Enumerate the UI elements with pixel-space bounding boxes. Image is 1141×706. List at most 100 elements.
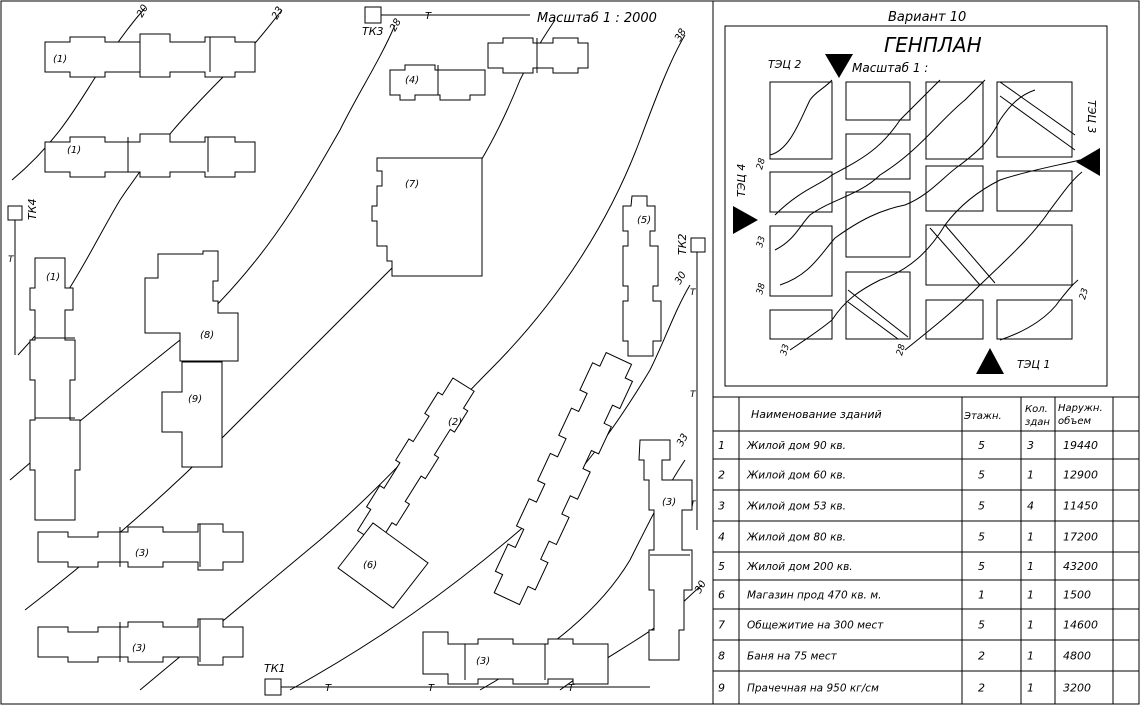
plan-contour: [779, 89, 1036, 286]
table-cell: 1: [1027, 560, 1034, 573]
building-mark: (7): [405, 179, 419, 190]
building-mark: (3): [135, 548, 149, 559]
building-mark: (3): [476, 656, 490, 667]
building-6: [337, 522, 429, 609]
table-cell: 3: [1027, 439, 1034, 452]
heat-network: Т ТК3 Т ТК4 Т Т Т ТК2 Т Т Т ТК1: [7, 6, 706, 696]
table-header: Наименование зданий: [751, 408, 882, 421]
plan-contour-label: 28: [755, 157, 768, 171]
table-cell: 11450: [1063, 500, 1098, 513]
table-cell: 1: [1027, 531, 1034, 544]
contour-label: 30: [693, 579, 709, 596]
plan-block: [769, 309, 833, 340]
scale-label: Масштаб 1 : 2000: [537, 11, 657, 26]
table-header: Этажн.: [963, 411, 1002, 422]
pipe-mark: Т: [568, 683, 575, 694]
table-cell: 2: [718, 469, 725, 482]
heat-chamber-tk2: [690, 237, 706, 253]
plan-block: [925, 299, 984, 340]
plant-triangle-tec4: [733, 206, 758, 234]
table-cell: 5: [978, 469, 985, 482]
buildings: (1) (1) (1) (2) (3) (3): [29, 33, 693, 685]
plan-road: [847, 289, 909, 338]
table-cell: Общежитие на 300 мест: [747, 620, 884, 632]
plan-block: [996, 81, 1073, 158]
table-cell: Жилой дом 200 кв.: [746, 561, 853, 573]
heat-chamber-label: ТК1: [264, 662, 286, 675]
building-mark: (9): [188, 394, 202, 405]
table-cell: 2: [978, 650, 985, 663]
table-cell: 3: [718, 500, 725, 513]
pipe-mark: Т: [690, 390, 697, 400]
plan-roads: [847, 81, 1076, 340]
table-header: здан: [1025, 417, 1050, 428]
table-header: Кол.: [1025, 404, 1048, 415]
plan-contour: [789, 159, 1081, 351]
contour-label: 23: [270, 5, 286, 22]
table-cell: 9: [718, 682, 725, 695]
plan-road: [944, 224, 996, 284]
plan-contours: [769, 79, 1083, 351]
table-cell: 5: [978, 500, 985, 513]
table-cell: 1: [1027, 619, 1034, 632]
table-cell: 1: [1027, 682, 1034, 695]
plant-triangle-tec1: [976, 348, 1004, 374]
plant-label: ТЭЦ 3: [1085, 100, 1098, 133]
pipe-mark: Т: [8, 255, 15, 265]
plant-label: ТЭЦ 2: [768, 58, 801, 71]
plan-contour: [774, 79, 941, 216]
table-cell: 1: [1027, 469, 1034, 482]
table-cell: Жилой дом 90 кв.: [746, 440, 846, 452]
table-cell: 12900: [1063, 469, 1098, 482]
heat-chamber-tk1: [264, 678, 282, 696]
table-cell: 3200: [1063, 682, 1091, 695]
table-cell: Жилой дом 53 кв.: [746, 501, 846, 513]
building-1: [44, 33, 256, 78]
heat-chamber-label: ТК4: [26, 198, 39, 220]
building-mark: (5): [637, 215, 651, 226]
plan-road: [929, 227, 981, 286]
table-cell: 5: [718, 560, 725, 573]
building-9: [161, 361, 223, 468]
plant-label: ТЭЦ 1: [1017, 358, 1050, 371]
table-cell: 1500: [1063, 589, 1091, 602]
building-mark: (3): [662, 497, 676, 508]
plan-block: [925, 81, 984, 160]
table-cell: Прачечная на 950 кг/см: [747, 683, 879, 695]
buildings-table: Наименование зданий Этажн. Кол. здан Нар…: [713, 397, 1139, 705]
building-3: [37, 618, 244, 666]
plan-block: [996, 299, 1073, 340]
contour-label: 28: [388, 17, 404, 34]
plan-block: [925, 224, 1073, 286]
table-cell: 7: [718, 619, 725, 632]
plan-road: [999, 95, 1076, 151]
table-cell: 1: [1027, 650, 1034, 663]
plan-contour: [769, 79, 833, 156]
plan-contour: [904, 171, 1083, 351]
heat-chamber-label: ТК3: [362, 25, 384, 38]
plan-contour-label: 23: [1078, 287, 1091, 301]
plan-blocks: [769, 81, 1073, 340]
table-cell: Магазин прод 470 кв. м.: [747, 590, 881, 602]
building-mark: (2): [448, 417, 462, 428]
main-plan: Масштаб 1 : 2000 20 23 28 38 30 33 30 Т …: [7, 3, 709, 696]
plan-contour-label: 33: [779, 343, 792, 357]
general-plan-inset: Вариант 10 ГЕНПЛАН Масштаб 1 :: [724, 10, 1108, 387]
building-3: [37, 523, 244, 571]
table-header: объем: [1058, 415, 1092, 427]
table-cell: 1: [1027, 589, 1034, 602]
building-mark: (1): [46, 272, 60, 283]
table-cell: 17200: [1063, 531, 1098, 544]
table-cell: 4800: [1063, 650, 1091, 663]
contour-line: [139, 34, 686, 691]
heat-chamber-tk4: [7, 205, 23, 221]
table-cell: 14600: [1063, 619, 1098, 632]
table-cell: 6: [718, 589, 725, 602]
building-5: [622, 195, 662, 357]
building-3: [422, 631, 609, 685]
table-cell: 5: [978, 560, 985, 573]
contour-line: [24, 19, 556, 611]
plan-block: [845, 271, 911, 340]
plan-block: [769, 171, 833, 213]
